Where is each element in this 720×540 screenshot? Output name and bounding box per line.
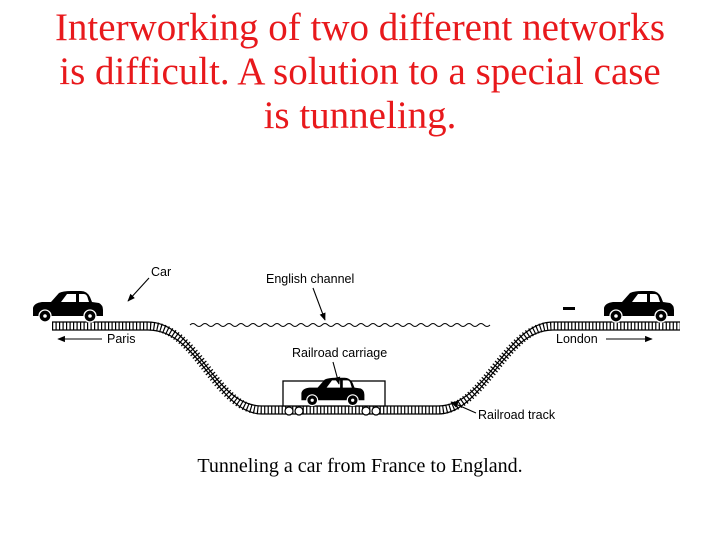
water-wave xyxy=(190,324,490,327)
figure-caption: Tunneling a car from France to England. xyxy=(0,455,720,478)
label-car: Car xyxy=(151,265,171,279)
label-paris: Paris xyxy=(107,332,135,346)
label-london: London xyxy=(556,332,598,346)
car-icon xyxy=(33,291,103,322)
dash-mark xyxy=(563,307,575,310)
arrow-english-channel xyxy=(313,288,325,320)
arrow-car xyxy=(128,278,149,301)
label-railroad-track: Railroad track xyxy=(478,408,556,422)
label-english-channel: English channel xyxy=(266,272,354,286)
label-railroad-carriage: Railroad carriage xyxy=(292,346,387,360)
railroad-carriage-icon xyxy=(283,378,385,415)
car-icon xyxy=(604,291,674,322)
